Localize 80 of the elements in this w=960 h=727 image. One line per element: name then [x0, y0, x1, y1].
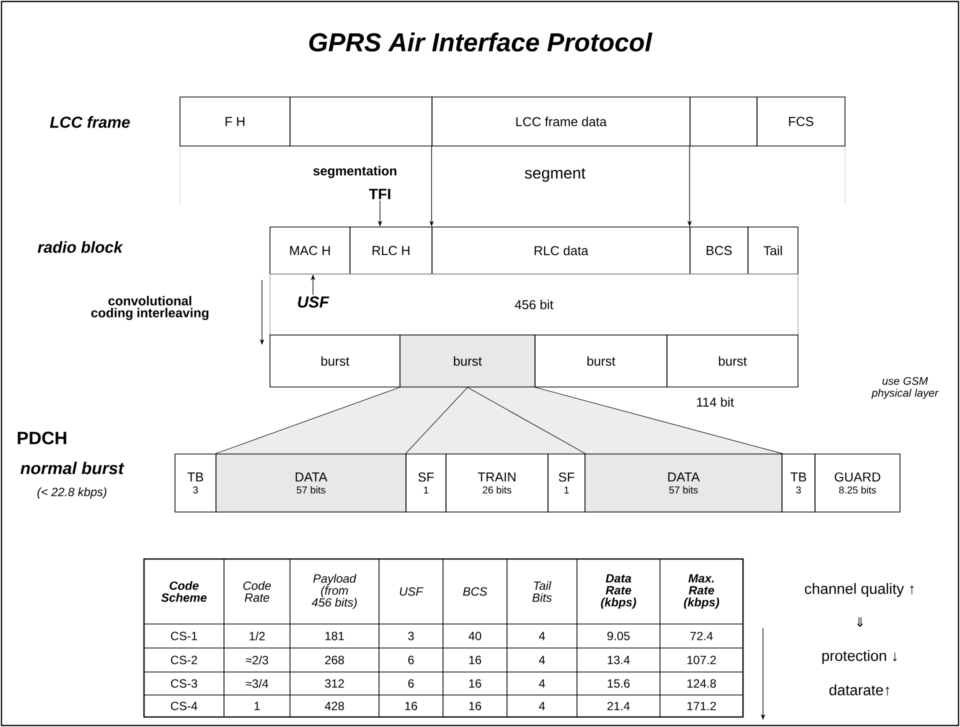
- table-cell: 9.05: [576, 624, 660, 648]
- table-cell: 124.8: [660, 672, 744, 696]
- table-cell: Code Rate: [224, 558, 290, 624]
- text-label: convolutional coding interleaving: [91, 296, 208, 320]
- table-cell: 16: [378, 694, 444, 718]
- frame-cell: RLC H: [350, 226, 432, 274]
- table-cell: 15.6: [576, 672, 660, 696]
- text-label: segment: [524, 168, 586, 182]
- table-cell: 268: [290, 648, 380, 672]
- table-cell: 428: [290, 694, 380, 718]
- frame-cell: BCS: [690, 226, 748, 274]
- text-label: datarate↑: [829, 684, 890, 696]
- text-label: 114 bit: [697, 397, 734, 407]
- table-cell: 4: [506, 648, 578, 672]
- table-cell: 4: [506, 624, 578, 648]
- frame-cell: DATA 57 bits: [584, 454, 782, 512]
- text-label: use GSM physical layer: [871, 377, 939, 399]
- table-cell: Max. Rate (kbps): [660, 558, 744, 624]
- arrow-label: TFI: [368, 188, 390, 200]
- table-cell: ≈2/3: [224, 648, 290, 672]
- table-cell: 312: [290, 672, 380, 696]
- table-cell: USF: [378, 558, 444, 624]
- frame-cell: GUARD 8.25 bits: [814, 454, 900, 512]
- frame-cell: FCS: [756, 96, 846, 146]
- text-label: LCC frame: [50, 116, 130, 128]
- text-label: normal burst: [20, 462, 124, 474]
- frame-cell: burst: [534, 334, 668, 388]
- zoom-line: [467, 387, 586, 454]
- table-cell: 16: [442, 694, 508, 718]
- table-cell: CS-4: [144, 694, 224, 718]
- table-cell: 171.2: [660, 694, 744, 718]
- table-cell: 181: [290, 624, 380, 648]
- frame-cell: burst: [400, 334, 536, 388]
- frame-cell: [290, 96, 432, 146]
- table-cell: 72.4: [660, 624, 744, 648]
- text-label: ⇓: [857, 617, 863, 627]
- text-label: radio block: [38, 241, 124, 253]
- frame-cell: Tail: [748, 226, 798, 274]
- frame-cell: SF 1: [406, 454, 446, 512]
- text-label: PDCH: [18, 432, 66, 444]
- text-label: segmentation: [313, 166, 396, 178]
- frame-cell: [690, 96, 758, 146]
- table-cell: CS-3: [144, 672, 224, 696]
- table-cell: 4: [506, 694, 578, 718]
- table-cell: CS-2: [144, 648, 224, 672]
- table-cell: 40: [442, 624, 508, 648]
- frame-cell: burst: [666, 334, 798, 388]
- table-cell: 16: [442, 648, 508, 672]
- zoom-line: [535, 387, 783, 454]
- table-cell: 107.2: [660, 648, 744, 672]
- table-cell: 13.4: [576, 648, 660, 672]
- frame-cell: TB 3: [782, 454, 816, 512]
- table-cell: 16: [442, 672, 508, 696]
- zoom-line: [405, 387, 468, 454]
- table-cell: 1/2: [224, 624, 290, 648]
- table-cell: 1: [224, 694, 290, 718]
- table-cell: 6: [378, 672, 444, 696]
- title: GPRS Air Interface Protocol: [309, 32, 652, 52]
- frame-cell: MAC H: [270, 226, 350, 274]
- table-cell: CS-1: [144, 624, 224, 648]
- table-cell: Data Rate (kbps): [576, 558, 660, 624]
- frame-cell: RLC data: [432, 226, 690, 274]
- table-cell: 3: [378, 624, 444, 648]
- text-label: (< 22.8 kbps): [38, 487, 106, 499]
- frame-cell: F H: [180, 96, 290, 146]
- table-cell: Tail Bits: [506, 558, 578, 624]
- frame-cell: DATA 57 bits: [216, 454, 406, 512]
- field-label: USF: [298, 296, 330, 308]
- zoom-line: [215, 387, 400, 454]
- table-cell: ≈3/4: [224, 672, 290, 696]
- text-label: channel quality ↑: [804, 583, 914, 597]
- table-cell: 4: [506, 672, 578, 696]
- table-cell: 6: [378, 648, 444, 672]
- table-cell: Payload (from 456 bits): [290, 558, 380, 624]
- table-cell: BCS: [442, 558, 508, 624]
- frame-cell: TRAIN 26 bits: [446, 454, 548, 512]
- table-cell: 21.4: [576, 694, 660, 718]
- frame-cell: LCC frame data: [432, 96, 690, 146]
- text-label: protection ↓: [822, 650, 897, 664]
- label: Code Scheme: [161, 581, 207, 602]
